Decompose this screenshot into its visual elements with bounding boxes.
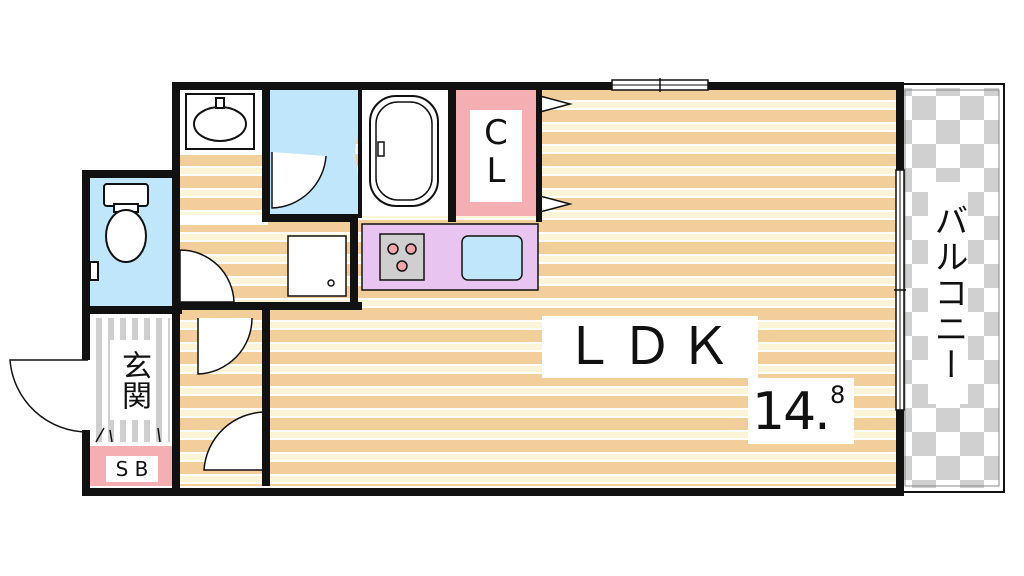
closet-label-line1: C xyxy=(484,113,508,153)
closet-label-line2: L xyxy=(486,151,506,191)
entrance-door-icon xyxy=(9,359,89,433)
toilet-icon xyxy=(89,183,149,281)
ldk-size-box: 14. 8 xyxy=(748,378,854,444)
closet-label: C L xyxy=(470,114,522,190)
ldk-room-name: ＬＤＫ xyxy=(562,317,737,377)
ldk-door-icon xyxy=(203,411,267,471)
kitchen-sink-icon xyxy=(461,235,523,281)
bathtub-icon xyxy=(369,95,439,207)
sliding-door-balcony-icon xyxy=(894,169,906,411)
closet-door-lower-icon xyxy=(539,195,573,213)
ldk-label-box: ＬＤＫ xyxy=(542,316,758,378)
balcony-label: バルコニー xyxy=(928,182,968,404)
hall-door-icon xyxy=(197,317,253,375)
walls xyxy=(82,82,904,496)
stove-icon xyxy=(379,233,425,281)
washroom-floor xyxy=(180,155,268,215)
shoebox-label-bg xyxy=(106,456,158,482)
shoebox-divider xyxy=(95,427,161,443)
entrance-label-bg xyxy=(110,340,156,420)
window-top-icon xyxy=(611,78,709,92)
shoebox-label: S B xyxy=(106,456,158,482)
ldk-size-sub: 8 xyxy=(830,381,846,409)
entrance-label-text: 玄関 xyxy=(116,350,151,410)
ldk-size-main: 14. xyxy=(752,382,831,442)
toilet-door-icon xyxy=(179,249,235,303)
washing-machine-icon xyxy=(287,235,347,297)
entrance-label: 玄関 xyxy=(110,340,156,420)
balcony-label-text: バルコニー xyxy=(928,203,968,383)
washroom-door-icon xyxy=(271,152,327,209)
closet-label-bg xyxy=(470,110,522,202)
closet-door-upper-icon xyxy=(539,95,573,113)
shoebox-label-text: S B xyxy=(115,457,149,481)
sink-icon xyxy=(185,93,255,150)
